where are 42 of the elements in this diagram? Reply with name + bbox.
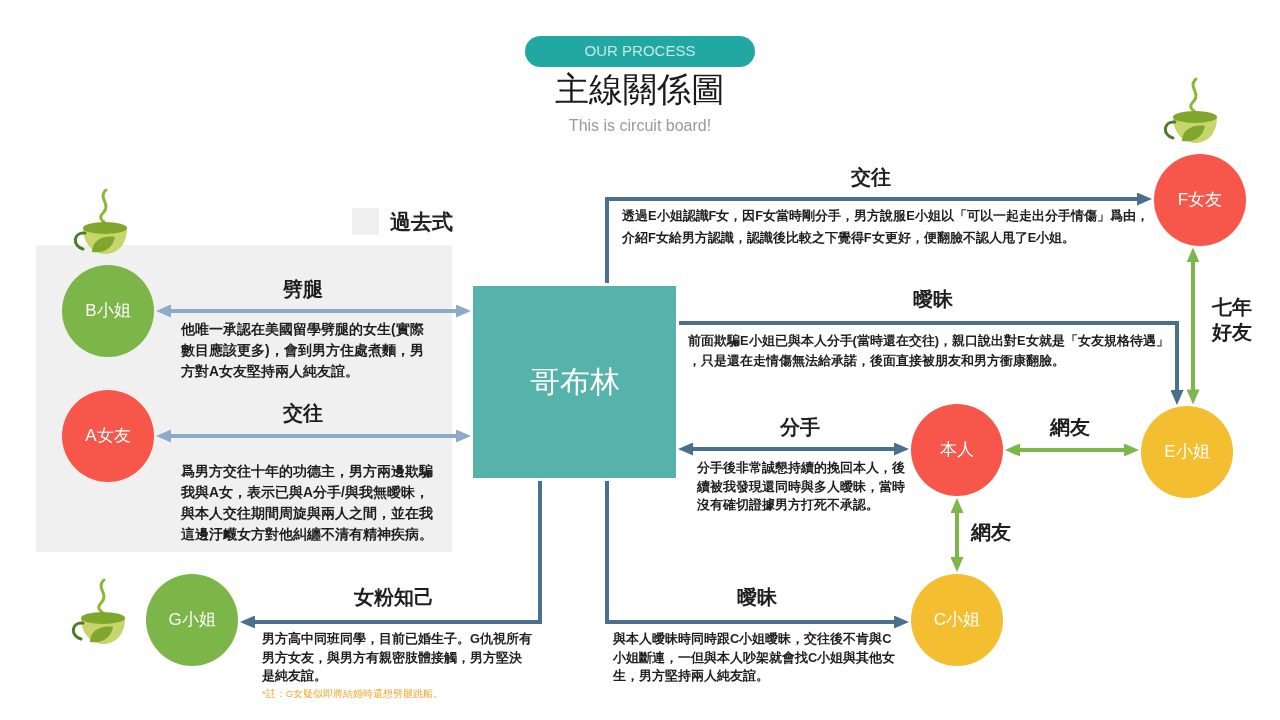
double-arrow — [950, 498, 964, 572]
relationship-note: 分手後非常誠懇持續的挽回本人，後續被我發現還同時與多人曖昧，當時沒有確切證據男方打死不承認。 — [697, 460, 906, 514]
node-label: C小姐 — [933, 609, 981, 631]
edge-label: 曖昧 — [737, 585, 777, 610]
edge-label: 劈腿 — [283, 277, 323, 302]
double-arrow — [678, 442, 909, 456]
central-person-square — [473, 286, 676, 478]
subtitle: This is circuit board! — [568, 116, 712, 136]
relationship-note: 前面欺騙E小姐已與本人分手(當時還在交往)，親口說出對E女就是「女友規格待遇」，只是還在走情傷無法給承諾，後面直接被朋友和男方衝康翻臉。 — [688, 332, 1170, 370]
edge-label: 交往 — [283, 401, 323, 426]
node-label: G小姐 — [168, 609, 216, 631]
edge-label: 分手 — [780, 415, 820, 440]
relationship-note: 他唯一承認在美國留學劈腿的女生(實際數目應該更多)，會到男方住處煮麵，男方對A女友堅持兩人純友誼。 — [181, 321, 425, 381]
edge-label: 女粉知己 — [354, 585, 434, 610]
heading-pill — [525, 36, 755, 67]
edge-label: 網友 — [971, 520, 1011, 545]
relationship-note: 與本人曖昧時同時跟C小姐曖昧，交往後不肯與C小姐斷連，一但與本人吵架就會找C小姐與其他女生，男方堅持兩人純友誼。 — [613, 630, 897, 685]
edge-label: 網友 — [1050, 415, 1090, 440]
arrow — [679, 321, 1184, 406]
node-label: A女友 — [85, 425, 131, 447]
double-arrow — [156, 304, 471, 318]
relationship-note: 透過E小姐認識F女，因F女當時剛分手，男方說服E小姐以「可以一起走出分手情傷」爲由，介紹F女給男方認識，認識後比較之下覺得F女更好，便翻臉不認人甩了E小姐。 — [622, 207, 1150, 247]
arrow — [239, 481, 542, 629]
legend-label: 過去式 — [390, 209, 453, 235]
node-label: F女友 — [1177, 189, 1223, 211]
footnote: *註：G女疑似即將結婚時還想劈腿跳船。 — [262, 687, 444, 700]
relationship-note: 男方高中同班同學，目前已婚生子。G仇視所有男方女友，與男方有親密肢體接觸，男方堅決是純友誼。 — [262, 630, 532, 685]
node-label: B小姐 — [85, 300, 131, 322]
node-label: 本人 — [940, 439, 974, 461]
edge-label: 交往 — [851, 165, 891, 190]
arrow — [605, 192, 1152, 283]
double-arrow — [1005, 443, 1140, 457]
edge-label: 曖昧 — [913, 287, 953, 312]
node-label: OUR PROCESS — [584, 42, 696, 61]
edge-label: 七年好友 — [1212, 295, 1253, 345]
arrow — [605, 481, 910, 629]
relationship-note: 爲男方交往十年的功德主，男方兩邊欺騙我與A女，表示已與A分手/與我無曖昧，與本人交往期間周旋與兩人之間，並在我這邊汙衊女方對他糾纏不清有精神疾病。 — [181, 463, 434, 544]
node-label: 哥布林 — [529, 364, 620, 401]
diagram-title: 主線關係圖 — [555, 69, 725, 110]
node-label: E小姐 — [1164, 441, 1210, 463]
double-arrow — [156, 429, 471, 443]
double-arrow — [1186, 247, 1200, 405]
